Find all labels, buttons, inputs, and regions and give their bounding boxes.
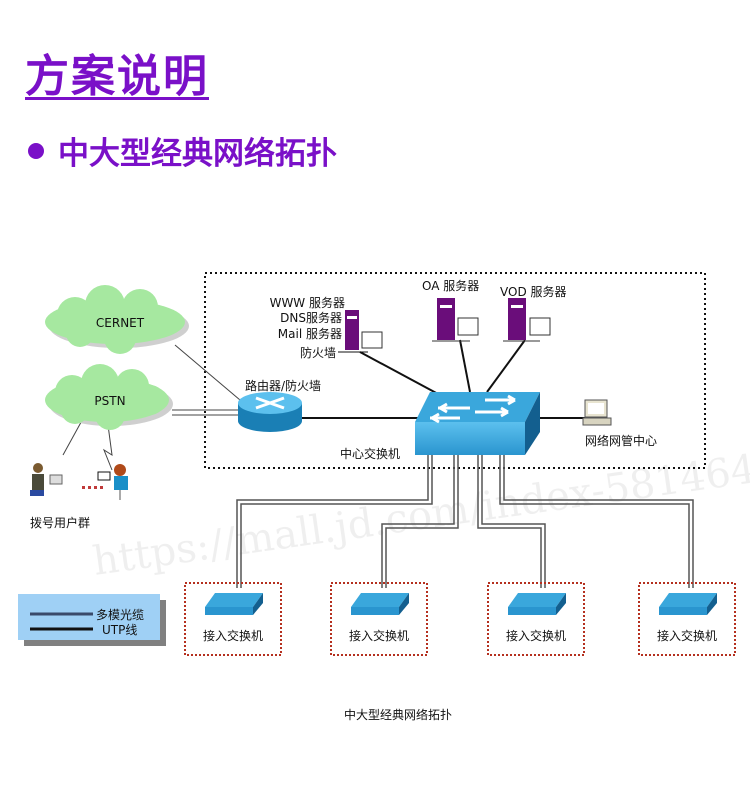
access-switch: 接入交换机	[638, 582, 736, 656]
access-switch-label: 接入交换机	[349, 628, 409, 643]
access-switch-label: 接入交换机	[506, 628, 566, 643]
server-icon	[508, 298, 526, 340]
access-switch-label: 接入交换机	[657, 628, 717, 643]
multimode-fiber-links	[236, 455, 694, 588]
bullet-icon	[28, 142, 44, 159]
ellipsis-dots	[82, 486, 103, 489]
firewall-label: 防火墙	[300, 345, 336, 360]
cernet-link	[174, 344, 241, 401]
vod-server: VOD 服务器	[500, 284, 567, 342]
cernet-cloud: CERNET	[45, 285, 189, 354]
diagram-caption: 中大型经典网络拓扑	[344, 707, 452, 722]
core-zone-boundary	[204, 272, 706, 469]
legend: 多模光缆 UTP线	[18, 594, 166, 646]
vod-server-label: VOD 服务器	[500, 284, 567, 299]
server-group: WWW 服务器 DNS服务器 Mail 服务器 防火墙	[270, 295, 383, 360]
legend-utp-label: UTP线	[102, 623, 137, 637]
nms-workstation-icon	[582, 399, 612, 426]
legend-fiber-label: 多模光缆	[96, 608, 144, 622]
page-title: 方案说明	[25, 51, 209, 102]
server-icon	[437, 298, 455, 340]
server-icon	[345, 310, 359, 350]
pstn-cloud: PSTN	[45, 364, 173, 430]
router-icon	[238, 392, 302, 432]
oa-server: OA 服务器	[422, 278, 479, 342]
cloud-label-pstn: PSTN	[94, 394, 125, 408]
dial-user-icon	[97, 464, 128, 500]
access-switch-label: 接入交换机	[203, 628, 263, 643]
access-switch: 接入交换机	[330, 582, 428, 656]
monitor-icon	[361, 331, 383, 349]
www-server-label: WWW 服务器	[270, 295, 345, 310]
dial-user-icon	[30, 463, 63, 496]
core-switch-icon	[415, 392, 540, 455]
dns-server-label: DNS服务器	[280, 310, 342, 325]
router-label: 路由器/防火墙	[245, 378, 321, 393]
dial-users-label: 拨号用户群	[30, 515, 90, 530]
dial-link-b	[102, 424, 113, 471]
utp-links	[300, 339, 585, 419]
monitor-icon	[457, 317, 479, 336]
access-switch: 接入交换机	[184, 582, 282, 656]
section-heading-text: 中大型经典网络拓扑	[58, 136, 337, 172]
oa-server-label: OA 服务器	[422, 278, 479, 293]
mail-server-label: Mail 服务器	[278, 326, 342, 341]
section-heading: 中大型经典网络拓扑	[28, 128, 337, 173]
cloud-label-cernet: CERNET	[96, 316, 145, 330]
monitor-icon	[529, 317, 551, 336]
access-switch: 接入交换机	[487, 582, 585, 656]
core-switch-label: 中心交换机	[340, 446, 400, 461]
nms-label: 网络网管中心	[585, 433, 657, 448]
